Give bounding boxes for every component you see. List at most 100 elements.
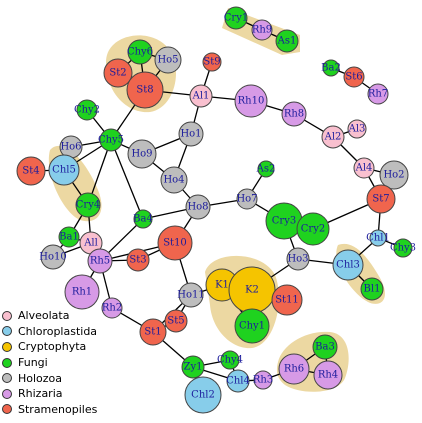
- node-st4[interactable]: St4: [16, 156, 46, 186]
- node-label: Chy6: [127, 47, 153, 58]
- node-st8[interactable]: St8: [126, 71, 164, 109]
- node-ba4[interactable]: Ba4: [133, 209, 153, 229]
- node-chy5[interactable]: Chy5: [98, 128, 124, 152]
- node-circle: [234, 308, 270, 344]
- node-circle: [126, 71, 164, 109]
- node-label: Ho11: [177, 290, 204, 301]
- node-label: Rh7: [368, 89, 388, 100]
- node-ho4[interactable]: Ho4: [160, 166, 188, 194]
- node-label: St1: [144, 327, 161, 338]
- node-chl5[interactable]: Chl5: [48, 154, 80, 186]
- node-circle: [271, 284, 303, 316]
- node-chy6[interactable]: Chy6: [127, 39, 153, 65]
- node-rh3[interactable]: Rh3: [253, 370, 273, 390]
- node-st7[interactable]: St7: [366, 184, 396, 214]
- node-as2[interactable]: As2: [256, 160, 276, 178]
- node-ho7[interactable]: Ho7: [236, 188, 258, 210]
- node-rh4[interactable]: Rh4: [313, 360, 343, 390]
- node-chy1[interactable]: Chy1: [234, 308, 270, 344]
- node-label: Rh8: [284, 109, 304, 120]
- node-circle: [224, 6, 248, 30]
- node-ho3[interactable]: Ho3: [286, 247, 310, 271]
- node-circle: [181, 355, 205, 379]
- node-cry1[interactable]: Cry1: [224, 6, 248, 30]
- node-bl1[interactable]: Bl1: [360, 277, 384, 301]
- node-chl3[interactable]: Chl3: [332, 249, 364, 281]
- node-st2[interactable]: St2: [103, 58, 133, 88]
- node-label: As2: [256, 164, 276, 175]
- node-label: Rh2: [102, 303, 122, 314]
- node-zy1[interactable]: Zy1: [181, 355, 205, 379]
- node-circle: [353, 157, 375, 179]
- node-circle: [202, 52, 222, 72]
- node-st6[interactable]: St6: [343, 66, 365, 88]
- node-rh1[interactable]: Rh1: [64, 274, 100, 310]
- node-st9[interactable]: St9: [202, 52, 222, 72]
- node-rh5[interactable]: Rh5: [87, 248, 113, 274]
- node-al2[interactable]: Al2: [321, 125, 345, 149]
- node-circle: [178, 121, 204, 147]
- node-chy2[interactable]: Chy2: [74, 99, 100, 121]
- node-chl4[interactable]: Chl4: [226, 369, 250, 393]
- node-circle: [99, 128, 123, 152]
- node-label: Al4: [355, 163, 373, 174]
- node-rh7[interactable]: Rh7: [367, 83, 389, 105]
- node-circle: [40, 244, 66, 270]
- node-ho9[interactable]: Ho9: [127, 139, 157, 169]
- node-label: St3: [129, 255, 146, 266]
- node-ho11[interactable]: Ho11: [177, 282, 205, 308]
- node-st3[interactable]: St3: [126, 248, 150, 272]
- node-label: Rh4: [318, 370, 338, 381]
- node-circle: [296, 212, 330, 246]
- node-chy4[interactable]: Chy4: [217, 350, 243, 370]
- node-rh6[interactable]: Rh6: [278, 353, 310, 385]
- node-circle: [16, 156, 46, 186]
- node-rh9[interactable]: Rh9: [251, 19, 273, 41]
- node-k2[interactable]: K2: [228, 266, 276, 314]
- node-ho8[interactable]: Ho8: [185, 194, 211, 220]
- node-ba1[interactable]: Ba1: [58, 226, 80, 248]
- node-circle: [58, 226, 80, 248]
- node-circle: [367, 83, 389, 105]
- node-circle: [164, 309, 188, 333]
- node-ba3[interactable]: Ba3: [312, 334, 338, 360]
- node-ho10[interactable]: Ho10: [39, 244, 67, 270]
- legend-swatch: [2, 357, 12, 368]
- legend-item-holozoa: Holozoa: [2, 370, 97, 386]
- node-ho1[interactable]: Ho1: [178, 121, 204, 147]
- node-rh8[interactable]: Rh8: [281, 101, 307, 127]
- node-as1[interactable]: As1: [275, 29, 299, 53]
- node-label: As1: [277, 36, 297, 47]
- legend-item-stramenopiles: Stramenopiles: [2, 402, 97, 418]
- node-circle: [332, 249, 364, 281]
- node-chl1[interactable]: Chl1: [366, 229, 390, 247]
- node-cry4[interactable]: Cry4: [75, 192, 101, 218]
- node-al4[interactable]: Al4: [353, 157, 375, 179]
- node-circle: [133, 209, 153, 229]
- node-label: St5: [167, 316, 184, 327]
- node-al3[interactable]: Al3: [347, 119, 367, 139]
- node-circle: [343, 66, 365, 88]
- node-al1[interactable]: Al1: [189, 84, 213, 108]
- node-rh10[interactable]: Rh10: [234, 84, 268, 118]
- node-ho5[interactable]: Ho5: [154, 46, 182, 74]
- node-ba2[interactable]: Ba2: [321, 59, 341, 77]
- node-st5[interactable]: St5: [164, 309, 188, 333]
- node-circle: [369, 229, 387, 247]
- node-circle: [103, 58, 133, 88]
- legend-label: Stramenopiles: [18, 402, 98, 416]
- node-label: Chy3: [390, 243, 416, 254]
- node-st11[interactable]: St11: [271, 284, 303, 316]
- node-cry2[interactable]: Cry2: [296, 212, 330, 246]
- node-st1[interactable]: St1: [139, 318, 167, 346]
- legend-item-fungi: Fungi: [2, 355, 97, 371]
- node-circle: [101, 297, 123, 319]
- node-chl2[interactable]: Chl2: [184, 376, 222, 414]
- node-st10[interactable]: St10: [157, 225, 193, 261]
- node-ho2[interactable]: Ho2: [379, 160, 409, 190]
- node-rh2[interactable]: Rh2: [101, 297, 123, 319]
- node-chy3[interactable]: Chy3: [390, 238, 416, 258]
- node-cry3[interactable]: Cry3: [265, 202, 303, 240]
- node-label: Cry1: [224, 13, 248, 24]
